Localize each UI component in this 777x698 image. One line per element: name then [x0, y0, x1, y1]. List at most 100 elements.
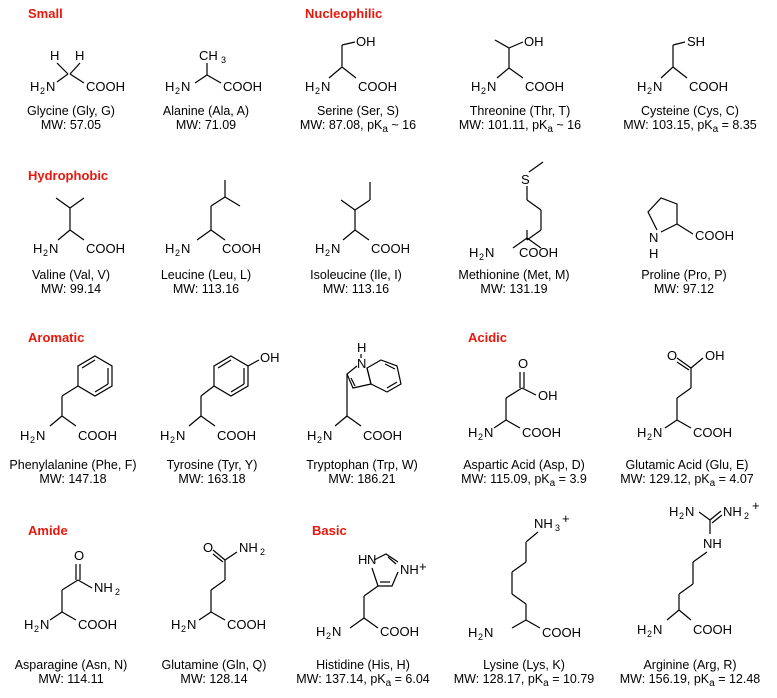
tyrosine-structure: OH H 2 N COOH: [160, 350, 280, 445]
atom-sub: 2: [317, 435, 322, 445]
name-label: Histidine (His, H): [316, 658, 410, 672]
glycine-card: H H H 2 N COOH Glycine (Gly, G) MW: 57.0…: [0, 0, 150, 150]
atom-h: H: [30, 79, 39, 94]
atom-h: H: [469, 245, 478, 260]
name-label: Glutamic Acid (Glu, E): [625, 458, 749, 472]
pka-value: ~ 16: [552, 118, 582, 132]
category-nucleophilic: Nucleophilic: [305, 6, 383, 21]
isoleucine-card: H 2 N COOH Isoleucine (Ile, I) MW: 113.1…: [285, 160, 435, 310]
threonine-card: OH H 2 N COOH Threonine (Thr, T) MW: 101…: [445, 0, 595, 150]
mw-label: MW: 71.09: [175, 118, 237, 132]
atom-h: H: [160, 428, 169, 443]
arginine-card: H 2 N NH 2 + NH H 2 N COOH Arginine (Arg…: [615, 498, 765, 689]
pka-value: = 8.35: [718, 118, 757, 132]
atom-n: N: [49, 241, 58, 256]
mw-label: MW: 129.12, pK: [620, 472, 710, 486]
mw-label: MW: 101.11, pK: [458, 118, 548, 132]
histidine-card: H N NH + H 2 N COOH Histidine (His, H) M…: [288, 540, 438, 690]
lysine-structure: NH 3 + H 2 N COOH: [468, 511, 581, 642]
name-label: Threonine (Thr, T): [469, 104, 571, 118]
glycine-structure: H H H 2 N COOH: [30, 48, 125, 96]
atom-sub: 2: [34, 624, 39, 634]
cysteine-card: SH H 2 N COOH Cysteine (Cys, C) MW: 103.…: [615, 0, 765, 150]
mw-label: MW: 147.18: [39, 472, 107, 486]
category-basic: Basic: [312, 523, 347, 538]
name-label: Tyrosine (Tyr, Y): [166, 458, 258, 472]
valine-card: H 2 N COOH Valine (Val, V) MW: 99.14: [0, 160, 150, 310]
aspartic-acid-card: O OH H 2 N COOH Aspartic Acid (Asp, D) M…: [450, 340, 600, 490]
atom-sub: 2: [181, 624, 186, 634]
atom-n: N: [331, 241, 340, 256]
atom-h: H: [171, 617, 180, 632]
aspartic-acid-structure: O OH H 2 N COOH: [468, 356, 561, 442]
atom-n: N: [46, 79, 55, 94]
atom-sub: 2: [260, 547, 265, 557]
atom-cooh: COOH: [222, 241, 261, 256]
alanine-card: CH 3 H 2 N COOH Alanine (Ala, A) MW: 71.…: [135, 0, 285, 150]
glutamic-acid-structure: O OH H 2 N COOH: [637, 348, 732, 442]
pka-value: ~ 16: [387, 118, 417, 132]
phenylalanine-card: H 2 N COOH Phenylalanine (Phe, F) MW: 14…: [0, 340, 150, 490]
atom-n: N: [485, 245, 494, 260]
atom-n: N: [649, 230, 658, 245]
asparagine-structure: O NH 2 H 2 N COOH: [24, 548, 120, 634]
atom-h: H: [637, 622, 646, 637]
atom-cooh: COOH: [542, 625, 581, 640]
mw-label: MW: 103.15, pK: [623, 118, 713, 132]
tryptophan-card: H N H 2 N COOH Tryptophan (Trp, W) MW: 1…: [295, 340, 445, 490]
name-label: Proline (Pro, P): [641, 268, 727, 282]
name-label: Glutamine (Gln, Q): [161, 658, 267, 672]
atom-sub: 2: [479, 252, 484, 262]
mw-label: MW: 114.11: [38, 672, 104, 686]
atom-n: N: [653, 425, 662, 440]
arginine-structure: H 2 N NH 2 + NH H 2 N COOH: [637, 498, 760, 639]
category-hydrophobic: Hydrophobic: [28, 168, 109, 183]
atom-n: N: [321, 79, 330, 94]
atom-h: H: [50, 48, 59, 63]
atom-cooh: COOH: [358, 79, 397, 94]
atom-sub: 2: [175, 86, 180, 96]
atom-n: N: [332, 624, 341, 639]
atom-sub: 2: [170, 435, 175, 445]
atom-h: H: [307, 428, 316, 443]
atom-sub: 2: [744, 511, 749, 521]
pka-value: = 12.48: [714, 672, 761, 686]
valine-structure: H 2 N COOH: [33, 197, 125, 258]
atom-h: H: [20, 428, 29, 443]
name-label: Leucine (Leu, L): [160, 268, 252, 282]
atom-h: H: [669, 504, 678, 519]
pka-subscript: a: [382, 124, 388, 135]
alanine-structure: CH 3 H 2 N COOH: [165, 48, 262, 96]
atom-sub: 2: [115, 587, 120, 597]
atom-n: N: [367, 552, 376, 567]
mw-label: MW: 57.05: [40, 118, 102, 132]
atom-oh: OH: [260, 350, 280, 365]
methionine-structure: S H 2 N COOH: [469, 161, 558, 262]
category-amide: Amide: [28, 523, 68, 538]
atom-cooh: COOH: [525, 79, 564, 94]
mw-label: MW: 128.17, pK: [453, 672, 544, 686]
atom-h: H: [33, 241, 42, 256]
atom-sub: 2: [175, 248, 180, 258]
mw-label: MW: 115.09, pK: [461, 472, 550, 486]
glutamine-card: O NH 2 H 2 N COOH Glutamine (Gln, Q) MW:…: [145, 540, 295, 690]
atom-s: S: [521, 172, 530, 187]
atom-n: N: [484, 425, 493, 440]
atom-oh: OH: [524, 34, 544, 49]
atom-plus: +: [752, 498, 760, 513]
atom-cooh: COOH: [223, 79, 262, 94]
atom-oh: OH: [538, 388, 558, 403]
pka-subscript: a: [709, 678, 715, 689]
atom-h: H: [637, 425, 646, 440]
atom-o: O: [203, 540, 213, 555]
atom-cooh: COOH: [363, 428, 402, 443]
mw-label: MW: 156.19, pK: [619, 672, 710, 686]
phenylalanine-structure: H 2 N COOH: [20, 355, 117, 445]
mw-label: MW: 99.14: [40, 282, 102, 296]
atom-n: N: [653, 622, 662, 637]
isoleucine-structure: H 2 N COOH: [315, 182, 410, 258]
pka-value: = 4.07: [715, 472, 754, 486]
pka-value: = 6.04: [391, 672, 430, 686]
atom-nh2: NH: [94, 580, 113, 595]
mw-label: MW: 131.19: [480, 282, 548, 296]
